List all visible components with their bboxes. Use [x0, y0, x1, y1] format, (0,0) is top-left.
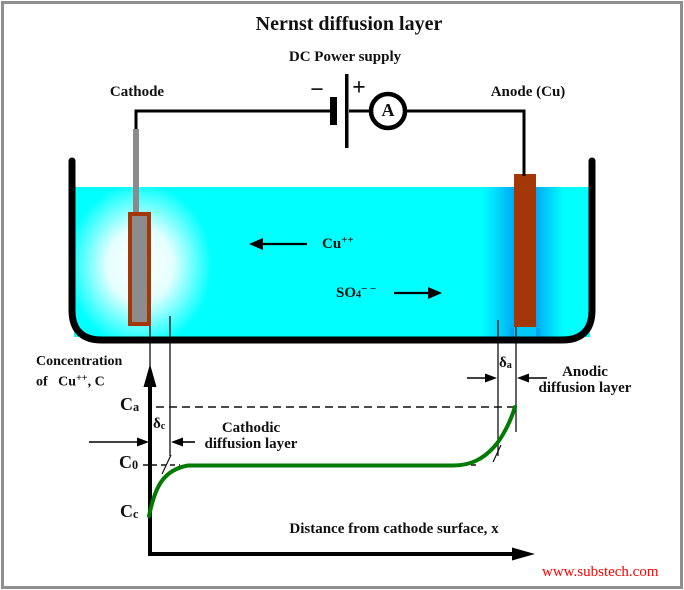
power-supply-label: DC Power supply: [288, 49, 402, 65]
ammeter-icon: [368, 91, 408, 131]
cathodic-layer-label: Cathodic diffusion layer: [204, 420, 298, 453]
cathode-electrode: [128, 212, 151, 326]
x-axis-label: Distance from cathode surface, x: [289, 521, 499, 537]
delta-c-arrow-left-icon: [171, 437, 183, 447]
tank-outline: [68, 157, 596, 344]
delta-c-arrow-right-icon: [137, 437, 149, 447]
anodic-layer-line1: Anodic: [562, 364, 608, 380]
y-axis-label-line2-sup: ++: [76, 373, 88, 384]
cathodic-layer-line2: diffusion layer: [204, 435, 298, 452]
cathode-rod: [133, 129, 139, 217]
y-axis-label-line1: Concentration: [36, 354, 123, 369]
cation-arrow-head-left-icon: [249, 238, 263, 250]
y-axis-label-line2-suffix: , C: [87, 374, 105, 390]
slash-tick-left: [161, 454, 172, 475]
delta-a-label: δa: [499, 355, 512, 372]
tick-cc-base: C: [120, 501, 133, 521]
anode-label: Anode (Cu): [490, 84, 566, 100]
delta-a-sub: a: [506, 359, 512, 371]
battery-plus-sign: +: [352, 75, 366, 101]
delta-c-base: δ: [153, 416, 161, 432]
watermark-link[interactable]: www.substech.com: [542, 564, 659, 580]
ion-arrows: [249, 238, 442, 299]
tick-cc-sub: c: [133, 506, 139, 521]
anion-charge: − −: [361, 283, 377, 295]
tick-ca: Ca: [120, 395, 139, 414]
delta-c-label: δc: [153, 416, 166, 433]
anode-wire: [349, 109, 526, 176]
anion-subscript: 4: [356, 289, 362, 301]
delta-a-arrow-right-icon: [485, 373, 497, 383]
tick-c0: C0: [119, 453, 138, 472]
anodic-layer-label: Anodic diffusion layer: [538, 364, 632, 397]
anion-arrow-head-right-icon: [428, 287, 442, 299]
y-axis-label-line2-prefix: of Cu: [36, 374, 77, 390]
circuit-wires: [134, 109, 526, 176]
tick-ca-base: C: [120, 394, 133, 414]
y-axis-label-line2: of Cu++, C: [36, 373, 105, 390]
tick-c0-base: C: [119, 452, 132, 472]
battery-negative-plate: [330, 97, 337, 125]
tick-c0-sub: 0: [132, 457, 139, 472]
delta-a-base: δ: [499, 355, 507, 371]
plot-axes: [143, 364, 535, 561]
anodic-layer-line2: diffusion layer: [538, 379, 632, 396]
anion-symbol: SO: [336, 284, 357, 301]
tick-ca-sub: a: [133, 399, 140, 414]
cation-label: Cu++: [322, 234, 354, 253]
anode-electrode: [514, 174, 536, 327]
anodic-diffusion-shade-left: [482, 187, 514, 337]
cation-symbol: Cu: [322, 235, 342, 252]
anodic-diffusion-shade-right: [536, 187, 564, 337]
cathodic-layer-line1: Cathodic: [221, 420, 281, 436]
battery-minus-sign: −: [310, 77, 324, 103]
delta-a-arrow-left-icon: [517, 373, 529, 383]
x-axis-arrow-icon: [512, 547, 535, 561]
cathode-wire: [134, 109, 331, 129]
anodic-diffusion-shade-bottom: [510, 327, 540, 337]
anion-label: SO4− −: [336, 283, 377, 302]
tick-cc: Cc: [120, 502, 138, 521]
concentration-curve: [147, 405, 517, 518]
guide-lines: [143, 406, 513, 475]
cation-charge: ++: [341, 234, 354, 246]
y-axis-arrow-icon: [143, 364, 157, 387]
diagram-canvas: [68, 74, 596, 561]
delta-arrows: [89, 373, 547, 447]
page-title: Nernst diffusion layer: [255, 13, 443, 35]
delta-c-sub: c: [160, 420, 166, 432]
cathode-label: Cathode: [109, 84, 165, 100]
slash-tick-right: [492, 444, 502, 463]
ammeter-letter: A: [381, 100, 395, 120]
battery-positive-plate: [345, 74, 349, 148]
